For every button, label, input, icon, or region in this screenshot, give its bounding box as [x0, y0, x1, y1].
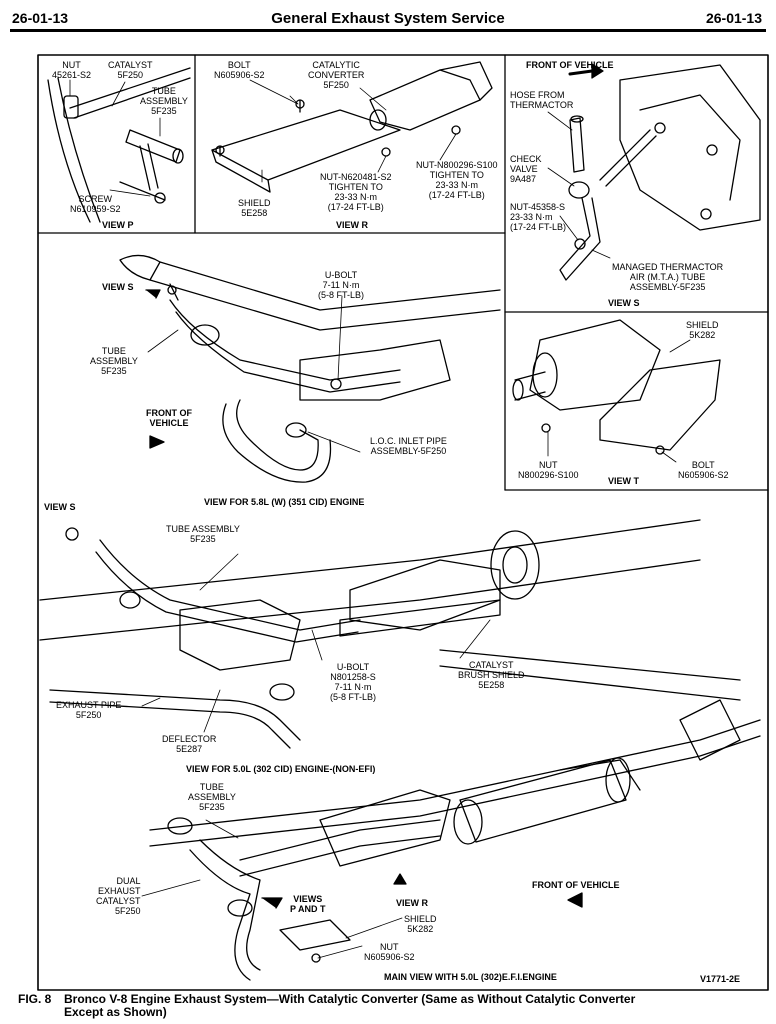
- caption-line-1: Bronco V-8 Engine Exhaust System—With Ca…: [64, 992, 636, 1006]
- main-view-title: MAIN VIEW WITH 5.0L (302)E.F.I.ENGINE: [384, 972, 557, 982]
- front-arrow-icon: [567, 892, 583, 908]
- front-of-vehicle: FRONT OF VEHICLE: [532, 880, 620, 890]
- view-50-drawing: [39, 519, 741, 749]
- front-arrow-icon: [149, 435, 165, 449]
- figure-caption: FIG. 8 Bronco V-8 Engine Exhaust System—W…: [18, 993, 768, 1019]
- view-p-drawing: [47, 67, 191, 223]
- view-58-title: VIEW FOR 5.8L (W) (351 CID) ENGINE: [204, 497, 365, 507]
- front-of-vehicle: FRONT OF VEHICLE: [526, 60, 614, 70]
- section-number-right: 26-01-13: [705, 10, 762, 26]
- view-t-drawing: [512, 319, 721, 455]
- figure-number: FIG. 8: [18, 992, 52, 1006]
- view-58-drawing: [119, 254, 501, 483]
- view-50-title: VIEW FOR 5.0L (302 CID) ENGINE-(NON-EFI): [186, 764, 376, 774]
- view-t-title: VIEW T: [608, 476, 639, 486]
- caption-line-2: Except as Shown): [64, 1005, 167, 1019]
- label-view-s: VIEW S: [44, 502, 76, 512]
- page-header: 26-01-13 General Exhaust System Service …: [0, 0, 776, 32]
- view-r-title: VIEW R: [336, 220, 369, 230]
- label-view-r: VIEW R: [396, 898, 429, 908]
- figure-code: V1771-2E: [700, 974, 741, 984]
- page-title: General Exhaust System Service: [271, 10, 505, 27]
- view-s-drawing: [559, 63, 761, 281]
- section-number-left: 26-01-13: [12, 10, 69, 26]
- main-view-drawing: [149, 699, 761, 981]
- view-p-title: VIEW P: [102, 220, 134, 230]
- view-r-drawing: [211, 61, 493, 193]
- header-rule: [10, 29, 766, 32]
- label-view-s: VIEW S: [102, 282, 134, 292]
- figure-frame: [37, 54, 769, 991]
- leader-lines: [69, 79, 691, 959]
- view-s-title: VIEW S: [608, 298, 640, 308]
